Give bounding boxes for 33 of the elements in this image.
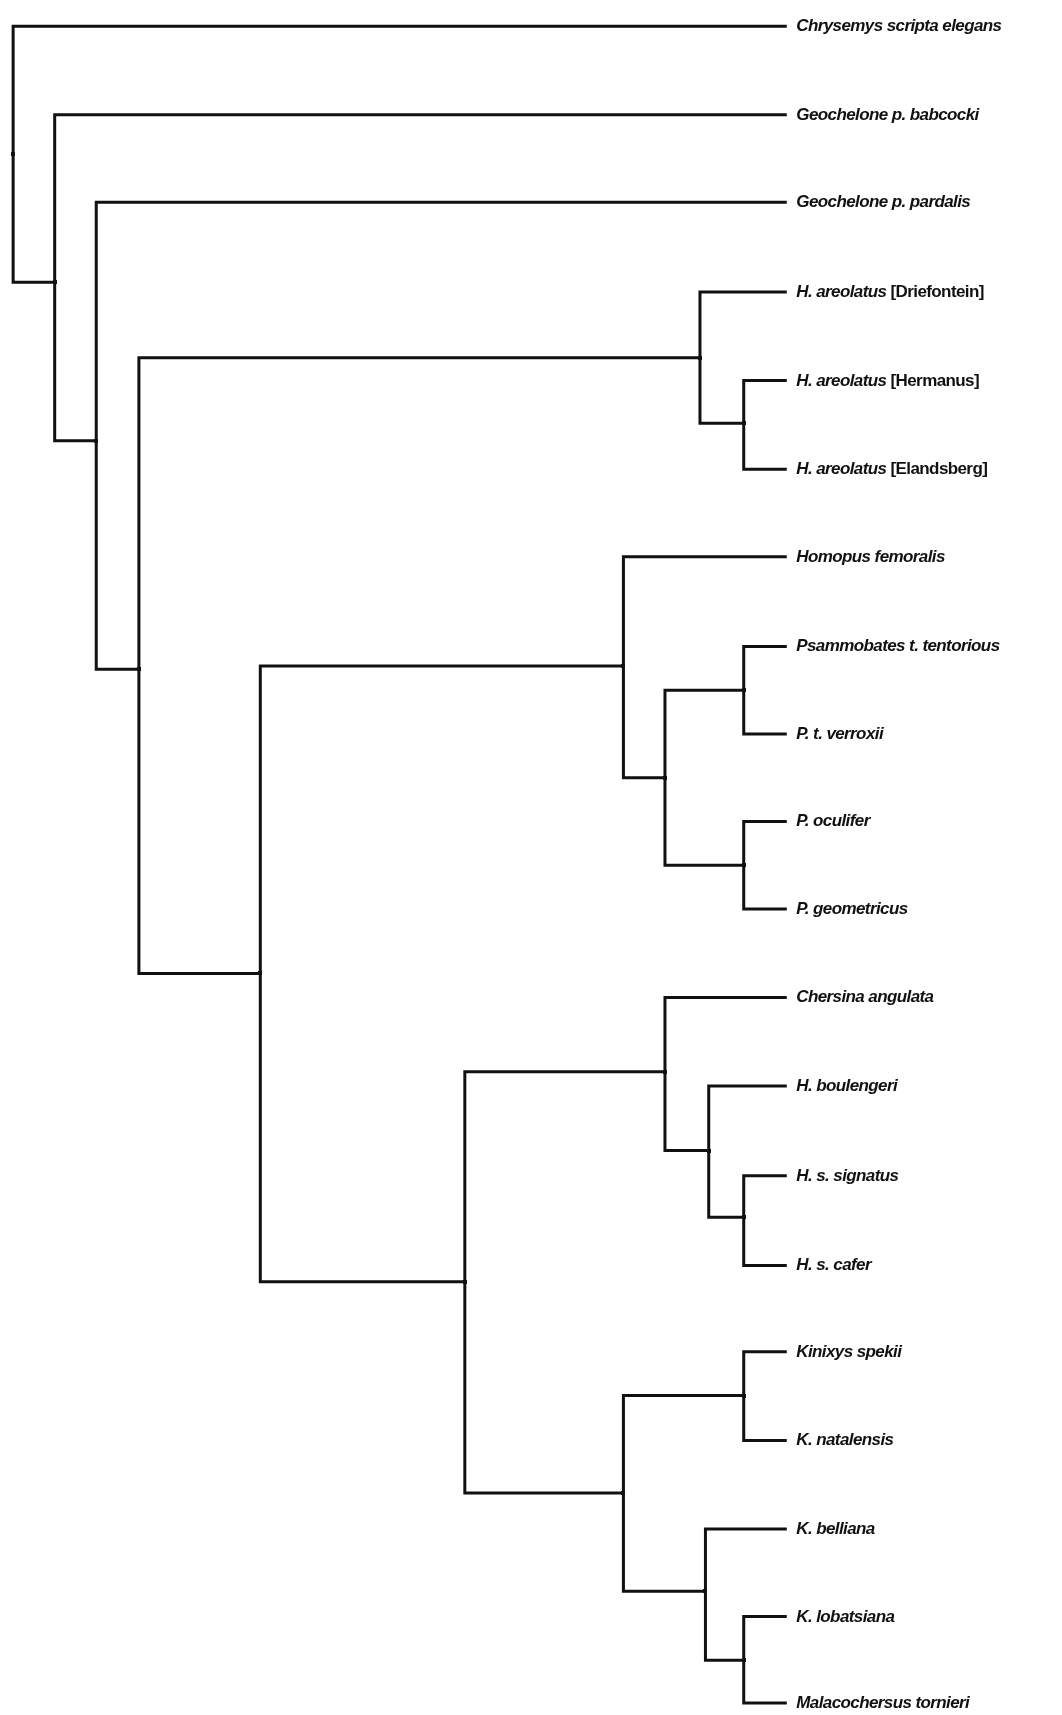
taxon-label: Geochelone p. pardalis (785, 187, 971, 218)
taxon-label: H. areolatus [Elandsberg] (785, 454, 988, 485)
taxon-label: Geochelone p. babcocki (785, 99, 979, 130)
branch-point (52, 280, 57, 285)
branch-point (741, 863, 746, 868)
taxon-label: P. geometricus (785, 893, 908, 924)
taxon-label: Psammobates t. tentorious (785, 631, 1000, 662)
branch-point (741, 1215, 746, 1220)
taxon-label: H. areolatus [Driefontein] (785, 277, 984, 307)
branch-point (741, 1658, 746, 1663)
branch-point (741, 688, 746, 693)
taxon-label: H. areolatus [Hermanus] (785, 365, 979, 396)
taxon-label: P. oculifer (785, 806, 870, 837)
taxon-label: K. lobatsiana (785, 1601, 895, 1632)
taxon-label: K. natalensis (785, 1425, 894, 1456)
taxon-label: H. s. signatus (785, 1160, 899, 1191)
taxon-label: P. t. verroxii (785, 718, 883, 749)
taxon-label: Malacochersus tornieri (785, 1687, 970, 1715)
taxon-label: H. s. cafer (785, 1250, 871, 1281)
branch-point (662, 1069, 667, 1074)
branch-point (741, 1393, 746, 1398)
branch-point (136, 667, 141, 672)
branch-point (697, 355, 702, 360)
branch-point (662, 775, 667, 780)
taxon-label: Chersina angulata (785, 982, 934, 1013)
taxon-label: H. boulengeri (785, 1071, 898, 1102)
branch-point (706, 1148, 711, 1153)
taxon-label: Kinixys spekii (785, 1336, 902, 1367)
taxon-label: Homopus femoralis (785, 541, 945, 572)
branch-point (462, 1279, 467, 1284)
branch-point (741, 421, 746, 426)
taxon-label: Chrysemys scripta elegans (785, 11, 1002, 42)
taxon-label: K. belliana (785, 1514, 875, 1544)
